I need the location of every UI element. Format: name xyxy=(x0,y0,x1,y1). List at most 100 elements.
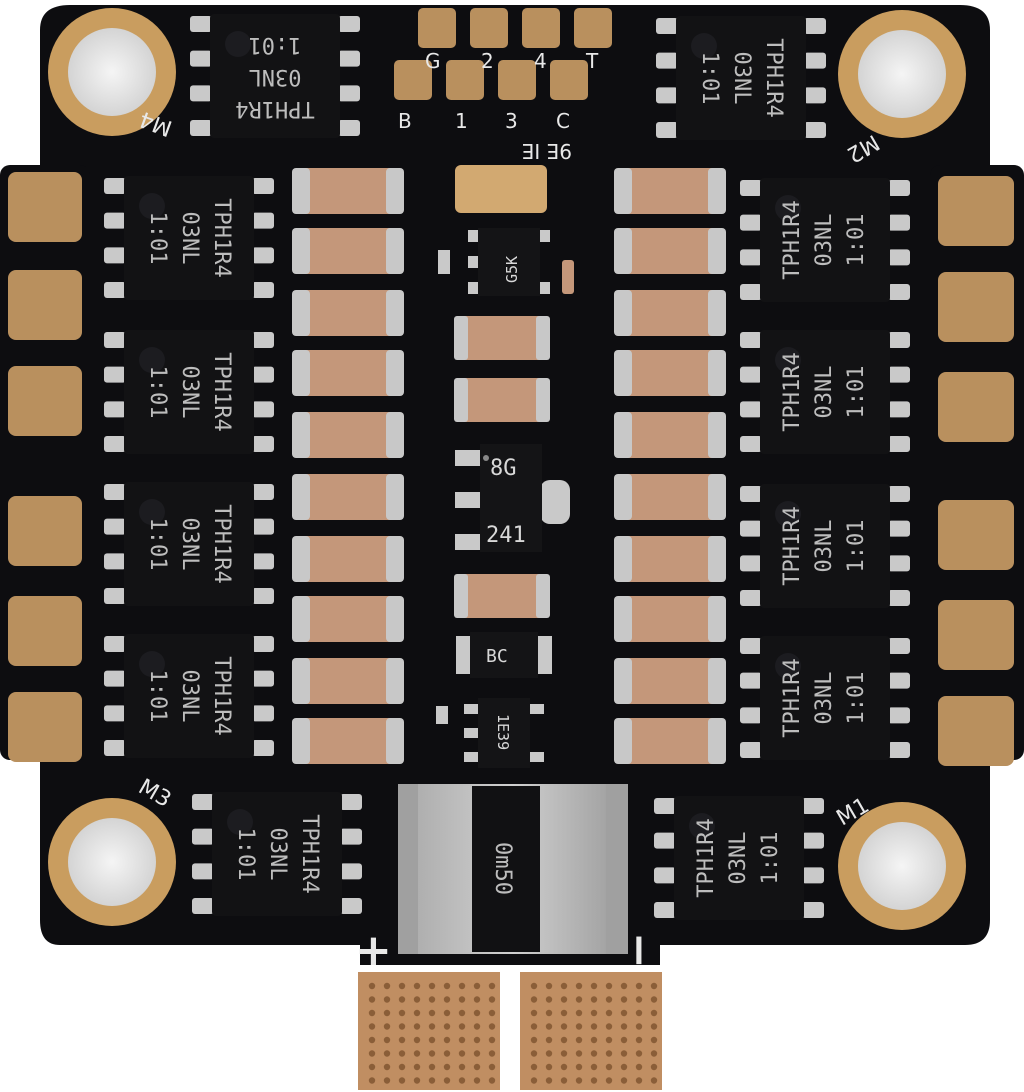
capacitor-left-10 xyxy=(292,718,404,764)
signal-pad-7 xyxy=(498,60,536,100)
shunt-resistor: 0m50 xyxy=(398,784,628,954)
diode: BC xyxy=(456,632,552,678)
capacitor-right-8 xyxy=(614,596,726,642)
mosfet-sub-label: 03NL xyxy=(812,366,837,419)
label-3: 3 xyxy=(505,109,518,133)
small-ic: G5K xyxy=(438,228,574,296)
mosfet-part-label: TPH1R4 xyxy=(209,504,234,583)
label-t: T xyxy=(585,49,599,73)
signal-pad-6 xyxy=(446,60,484,100)
mounting-hole-4 xyxy=(858,822,946,910)
mosfet-sub-label: 03NL xyxy=(726,832,751,885)
label-2: 2 xyxy=(481,49,494,73)
capacitor-left-6 xyxy=(292,474,404,520)
mosfet-date-label: 1:01 xyxy=(145,670,170,723)
label-4: 4 xyxy=(534,49,547,73)
mosfet-12: TPH1R4 03NL 1:01 xyxy=(654,796,824,920)
mosfet-date-label: 1:01 xyxy=(758,832,783,885)
mosfet-part-label: TPH1R4 xyxy=(297,814,322,893)
signal-pad-5 xyxy=(394,60,432,100)
mosfet-date-label: 1:01 xyxy=(249,32,302,57)
edge-pad-right-5 xyxy=(938,600,1014,670)
mosfet-part-label: TPH1R4 xyxy=(780,658,805,737)
label-1: 1 xyxy=(455,109,468,133)
mounting-hole-3 xyxy=(68,818,156,906)
edge-pad-left-3 xyxy=(8,366,82,436)
capacitor-left-3 xyxy=(292,290,404,336)
driver-ic: 8G 241 xyxy=(455,444,570,552)
edge-pad-right-4 xyxy=(938,500,1014,570)
capacitor-left-2 xyxy=(292,228,404,274)
mounting-holes xyxy=(48,8,966,930)
mosfet-sub-label: 03NL xyxy=(812,672,837,725)
mosfet-date-label: 1:01 xyxy=(844,214,869,267)
power-pads xyxy=(358,972,662,1090)
capacitor-right-4 xyxy=(614,350,726,396)
mosfet-part-label: TPH1R4 xyxy=(761,38,786,117)
shunt-label: 0m50 xyxy=(490,842,515,895)
capacitor-left-5 xyxy=(292,412,404,458)
capacitor-right-1 xyxy=(614,168,726,214)
ic-top-label: 8G xyxy=(490,456,517,481)
mosfet-sub-label: 03NL xyxy=(177,212,202,265)
capacitor-right-5 xyxy=(614,412,726,458)
mirror-label: 9E IE xyxy=(522,139,572,163)
plus-sign: + xyxy=(355,925,392,976)
regulator: 1E39 xyxy=(436,698,544,768)
power-pad-plus xyxy=(358,972,500,1090)
signal-pad-3 xyxy=(522,8,560,48)
edge-pad-right-2 xyxy=(938,272,1014,342)
mosfet-part-label: TPH1R4 xyxy=(780,352,805,431)
label-c: C xyxy=(556,109,570,133)
regulator-label: 1E39 xyxy=(494,714,512,750)
mosfet-date-label: 1:01 xyxy=(145,518,170,571)
capacitor-left-4 xyxy=(292,350,404,396)
signal-pad-2 xyxy=(470,8,508,48)
left-motor-pads xyxy=(8,172,82,762)
mosfet-8: TPH1R4 03NL 1:01 xyxy=(740,330,910,454)
edge-pad-right-3 xyxy=(938,372,1014,442)
capacitor-left-1 xyxy=(292,168,404,214)
mosfet-date-label: 1:01 xyxy=(145,366,170,419)
mosfet-date-label: 1:01 xyxy=(844,672,869,725)
signal-pad-4 xyxy=(574,8,612,48)
mosfet-part-label: TPH1R4 xyxy=(209,198,234,277)
signal-pad-1 xyxy=(418,8,456,48)
edge-pad-left-5 xyxy=(8,596,82,666)
minus-sign: − xyxy=(614,932,665,969)
mounting-hole-1 xyxy=(68,28,156,116)
mounting-hole-2 xyxy=(858,30,946,118)
mosfet-sub-label: 03NL xyxy=(177,518,202,571)
capacitor-right-6 xyxy=(614,474,726,520)
small-ic-label: G5K xyxy=(503,256,521,283)
label-g: G xyxy=(425,49,441,73)
capacitor-array xyxy=(292,168,726,764)
label-b: B xyxy=(398,109,412,133)
mosfet-date-label: 1:01 xyxy=(844,366,869,419)
mosfet-sub-label: 03NL xyxy=(177,366,202,419)
capacitor-right-3 xyxy=(614,290,726,336)
signal-labels: G 2 4 T B 1 3 C 9E IE xyxy=(398,49,599,163)
tantalum-capacitor xyxy=(455,165,547,213)
mosfet-date-label: 1:01 xyxy=(145,212,170,265)
edge-pad-left-6 xyxy=(8,692,82,762)
mosfet-part-label: TPH1R4 xyxy=(235,96,314,121)
power-pad-minus xyxy=(520,972,662,1090)
mosfet-part-label: TPH1R4 xyxy=(780,200,805,279)
signal-pad-8 xyxy=(550,60,588,100)
mosfet-5: TPH1R4 03NL 1:01 xyxy=(104,482,274,606)
mosfet-part-label: TPH1R4 xyxy=(694,818,719,897)
edge-pad-left-4 xyxy=(8,496,82,566)
capacitor-right-9 xyxy=(614,658,726,704)
mosfet-sub-label: 03NL xyxy=(265,828,290,881)
capacitor-left-7 xyxy=(292,536,404,582)
mosfet-sub-label: 03NL xyxy=(729,52,754,105)
capacitor-right-7 xyxy=(614,536,726,582)
